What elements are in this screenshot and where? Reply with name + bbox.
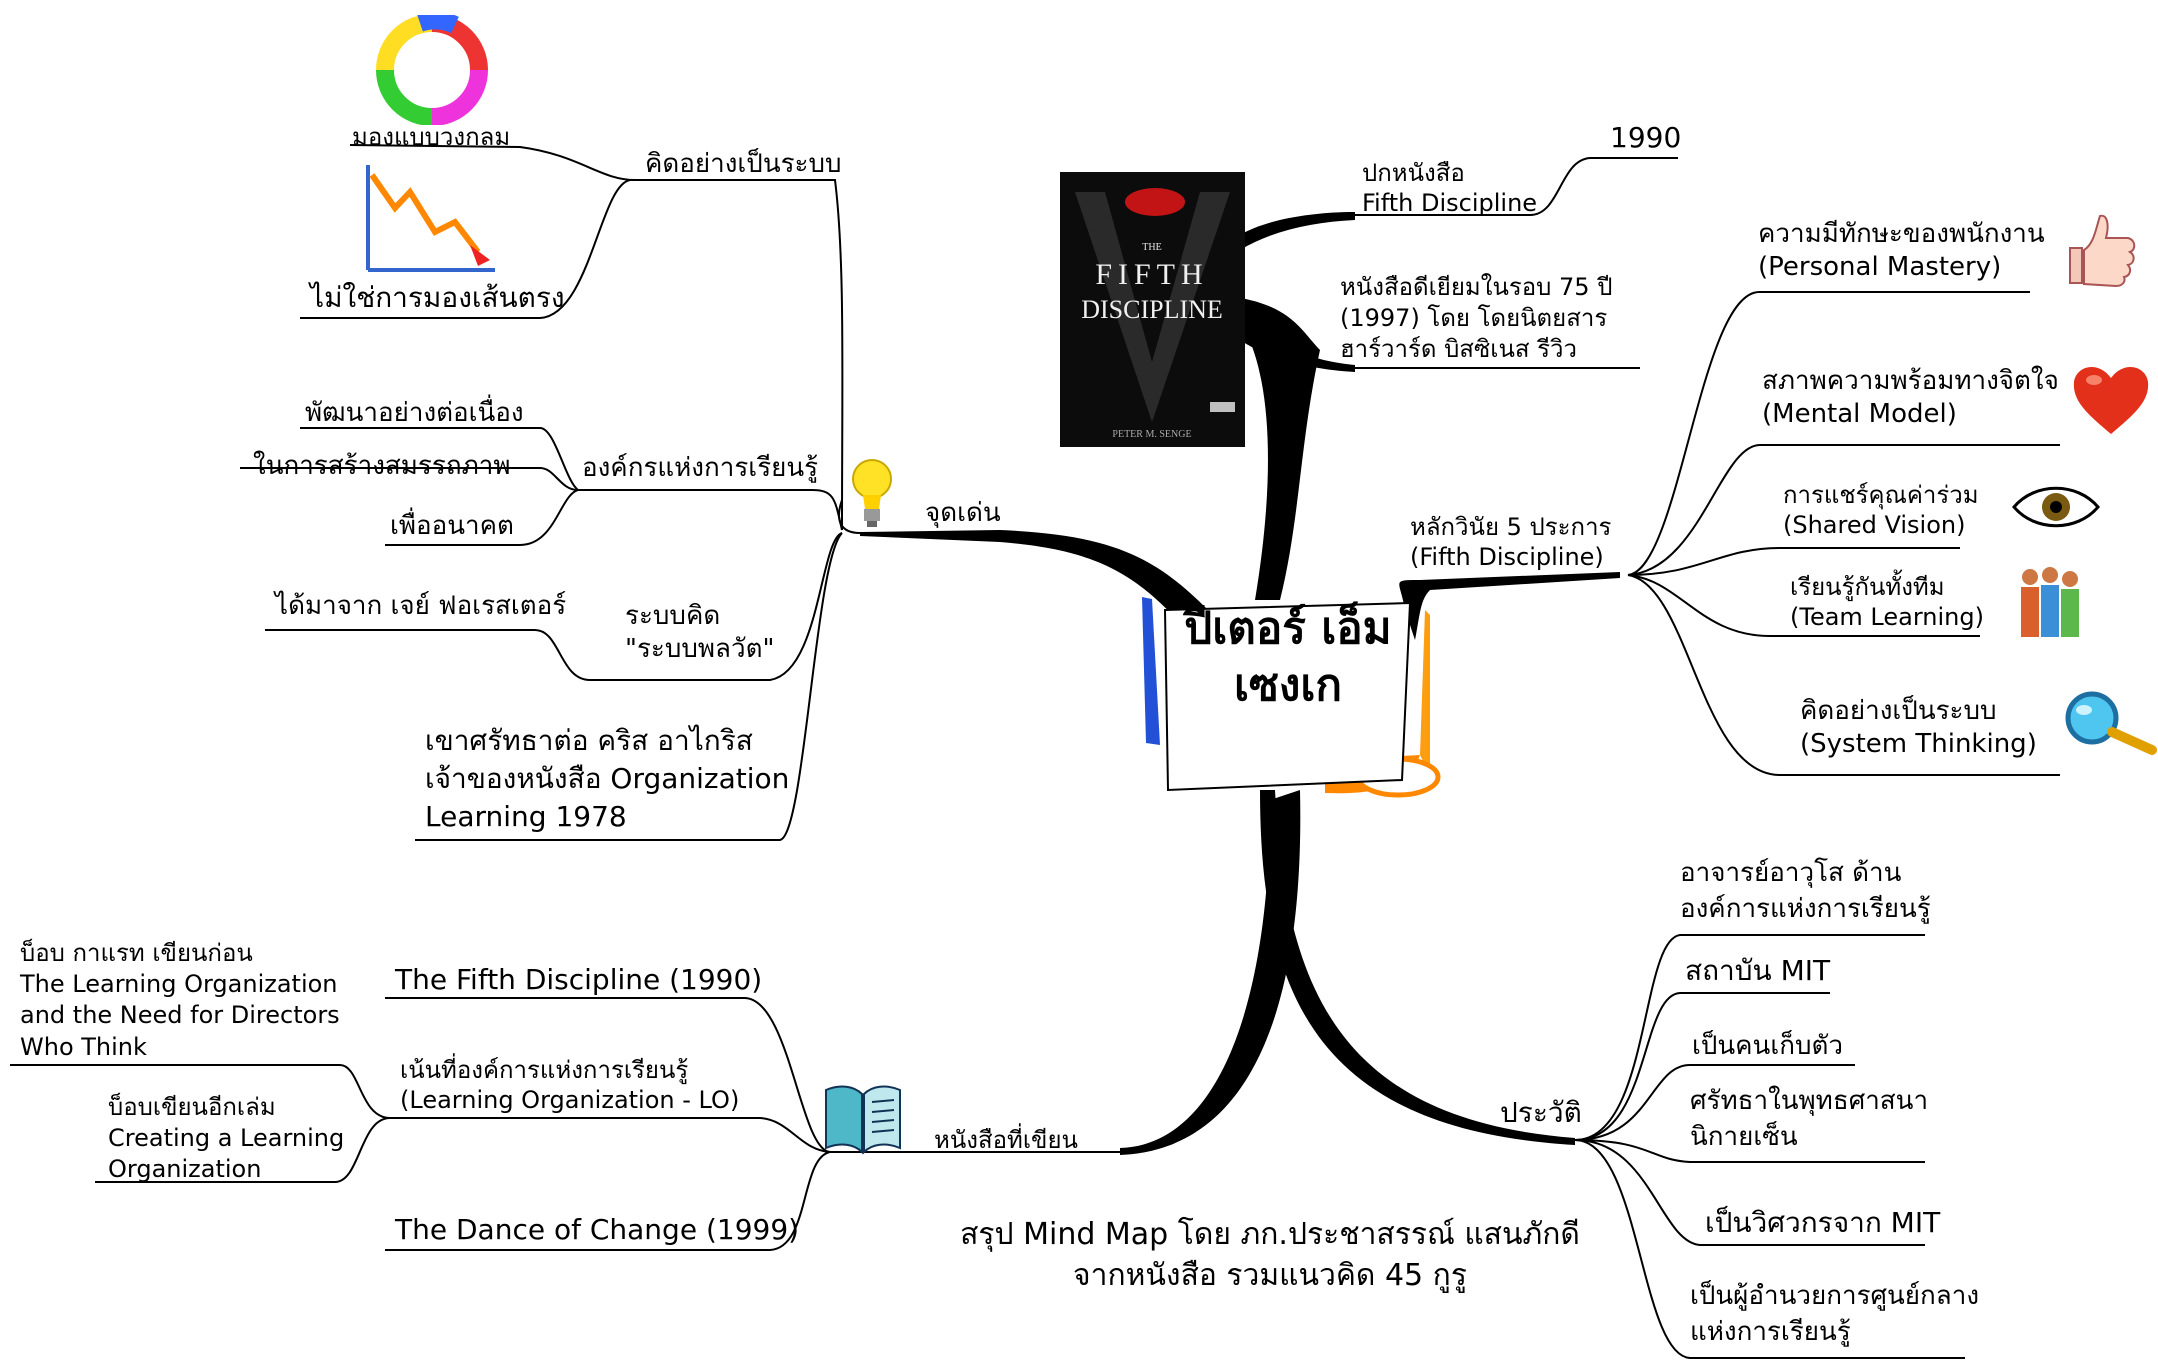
book-cover-author: PETER M. SENGE bbox=[1112, 429, 1191, 440]
central-topic-title: ปีเตอร์ เอ็ม เซงเก bbox=[1184, 603, 1392, 712]
books-label: หนังสือที่เขียน bbox=[934, 1126, 1078, 1154]
bio-zen-buddhism: ศรัทธาในพุทธศาสนา นิกายเซ็น bbox=[1690, 1086, 1929, 1153]
circular-view-label: มองแบบวงกลม bbox=[352, 123, 511, 151]
book-bob-another: บ็อบเขียนอีกเล่ม Creating a Learning Org… bbox=[108, 1093, 345, 1184]
book-fifth-discipline: The Fifth Discipline (1990) bbox=[395, 963, 763, 996]
discipline-system-thinking: คิดอย่างเป็นระบบ (System Thinking) bbox=[1800, 696, 2037, 759]
bio-director: เป็นผู้อำนวยการศูนย์กลาง แห่งการเรียนรู้ bbox=[1690, 1281, 1980, 1348]
branch-highlights bbox=[860, 530, 1218, 640]
biography-label: ประวัติ bbox=[1500, 1096, 1582, 1129]
forrester-source-label: ได้มาจาก เจย์ ฟอเรสเตอร์ bbox=[275, 591, 567, 621]
bio-senior-lecturer: อาจารย์อาวุโส ด้าน องค์การแห่งการเรียนรู… bbox=[1680, 858, 1931, 925]
argyris-label: เขาศรัทธาต่อ คริส อาไกริส เจ้าของหนังสือ… bbox=[425, 724, 790, 833]
discipline-shared-vision: การแชร์คุณค่าร่วม (Shared Vision) bbox=[1783, 481, 1979, 539]
light-bulb-icon bbox=[852, 459, 892, 527]
bio-introvert: เป็นคนเก็บตัว bbox=[1692, 1031, 1843, 1061]
learning-org-label: องค์กรแห่งการเรียนรู้ bbox=[582, 453, 819, 483]
branch-biography bbox=[1260, 790, 1575, 1145]
heart-icon bbox=[2073, 366, 2149, 434]
continuous-development-label: พัฒนาอย่างต่อเนื่อง bbox=[305, 398, 524, 428]
book-cover-the: THE bbox=[1142, 242, 1161, 253]
book-dance-of-change: The Dance of Change (1999) bbox=[395, 1213, 800, 1246]
book-bob-garratt: บ็อบ กาแรท เขียนก่อน The Learning Organi… bbox=[20, 939, 340, 1061]
magnifier-icon bbox=[2065, 691, 2157, 755]
systems-thinking-label: คิดอย่างเป็นระบบ bbox=[645, 149, 842, 179]
fifth-discipline-book-cover: THE FIFTH DISCIPLINE PETER M. SENGE bbox=[1060, 172, 1245, 447]
discipline-personal-mastery: ความมีทักษะของพนักงาน (Personal Mastery) bbox=[1758, 219, 2045, 282]
central-node-callout bbox=[1142, 597, 1441, 798]
discipline-team-learning: เรียนรู้กันทั้งทีม (Team Learning) bbox=[1790, 573, 1984, 631]
disciplines-label: หลักวินัย 5 ประการ (Fifth Discipline) bbox=[1410, 513, 1612, 571]
team-icon bbox=[2021, 567, 2079, 637]
future-label: เพื่ออนาคต bbox=[390, 511, 514, 541]
cover-year-label: 1990 bbox=[1610, 121, 1682, 154]
summary-caption: สรุป Mind Map โดย ภก.ประชาสรรณ์ แสนภักดี… bbox=[960, 1217, 1580, 1293]
branch-disciplines bbox=[1399, 572, 1620, 640]
bio-mit-engineer: เป็นวิศวกรจาก MIT bbox=[1705, 1206, 1941, 1239]
cycle-arrows-icon bbox=[376, 15, 488, 125]
discipline-mental-model: สภาพความพร้อมทางจิตใจ (Mental Model) bbox=[1762, 366, 2059, 429]
thumbs-up-icon bbox=[2069, 214, 2136, 288]
not-linear-label: ไม่ใช่การมองเส้นตรง bbox=[310, 281, 565, 314]
award-label: หนังสือดีเยียมในรอบ 75 ปี (1997) โดย โดย… bbox=[1340, 273, 1613, 364]
book-cover-fifth: FIFTH bbox=[1095, 258, 1208, 291]
system-dynamics-label: ระบบคิด "ระบบพลวัต" bbox=[625, 601, 775, 664]
competency-building-label: ในการสร้างสมรรถภาพ bbox=[253, 451, 511, 481]
branch-books bbox=[1120, 790, 1301, 1155]
highlights-label: จุดเด่น bbox=[925, 498, 1001, 528]
eye-icon bbox=[2012, 486, 2100, 528]
branch-cover-lower bbox=[1240, 320, 1355, 372]
book-lo-label: เน้นที่องค์การแห่งการเรียนรู้ (Learning … bbox=[400, 1056, 740, 1114]
branch-cover bbox=[1215, 295, 1320, 600]
declining-line-chart-icon bbox=[366, 165, 495, 272]
open-book-icon bbox=[825, 1085, 901, 1155]
cover-label: ปกหนังสือ Fifth Discipline bbox=[1362, 159, 1538, 217]
bio-mit-institute: สถาบัน MIT bbox=[1685, 954, 1831, 987]
branch-cover-upper bbox=[1240, 212, 1355, 250]
book-cover-discipline: DISCIPLINE bbox=[1081, 295, 1223, 324]
